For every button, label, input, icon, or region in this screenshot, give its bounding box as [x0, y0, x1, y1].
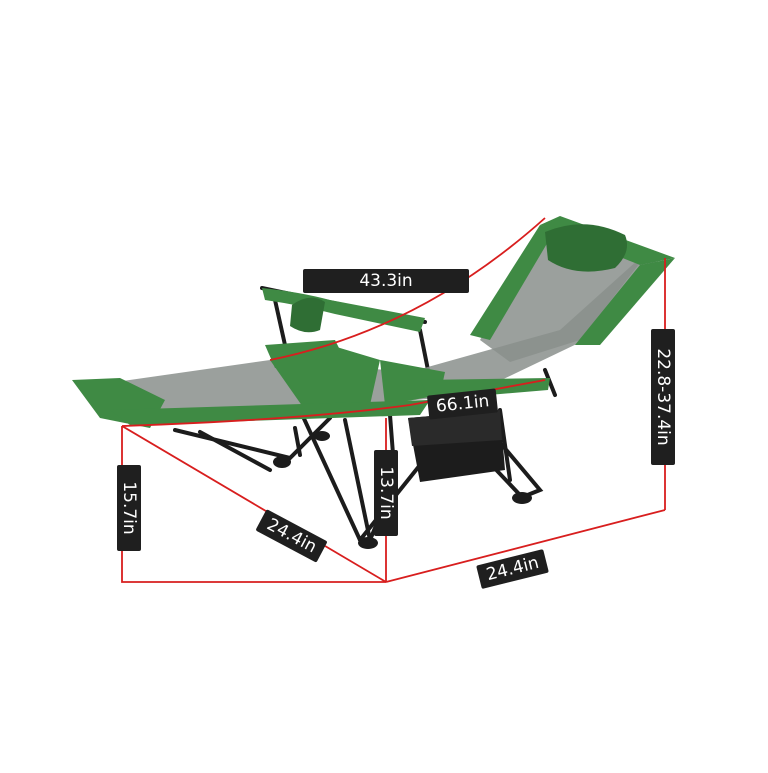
armrest	[262, 288, 425, 333]
pillow-headrest	[545, 224, 628, 272]
cup-holder	[290, 297, 325, 333]
dimension-label-back-height: 22.8-37.4in	[651, 329, 675, 465]
dimension-label-seat-height: 15.7in	[117, 465, 141, 551]
mesh-seat	[95, 258, 660, 412]
side-storage-pocket	[408, 410, 505, 482]
dimension-label-armrest-height: 13.7in	[374, 450, 398, 536]
chair-feet	[273, 431, 532, 549]
dimension-label-total-length: 43.3in	[303, 269, 469, 293]
